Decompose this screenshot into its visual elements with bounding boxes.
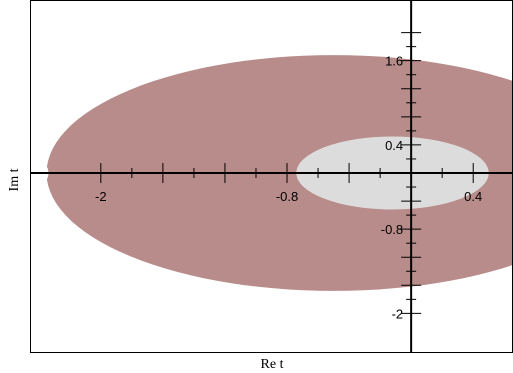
y-tick-label: 0.4 bbox=[385, 138, 403, 153]
axes-layer bbox=[31, 1, 512, 352]
x-axis-title: Re t bbox=[261, 357, 284, 372]
tick-labels-layer: -2 -0.8 0.4 1.6 0.4 -0.8 -2 bbox=[95, 54, 482, 322]
y-tick-label: 1.6 bbox=[385, 54, 403, 69]
y-tick-label: -2 bbox=[392, 306, 404, 321]
x-tick-label: -2 bbox=[95, 189, 107, 204]
y-tick-label: -0.8 bbox=[381, 222, 403, 237]
y-axis-title: Im t bbox=[7, 168, 22, 191]
x-tick-label: -0.8 bbox=[276, 189, 298, 204]
x-tick-label: 0.4 bbox=[464, 189, 482, 204]
